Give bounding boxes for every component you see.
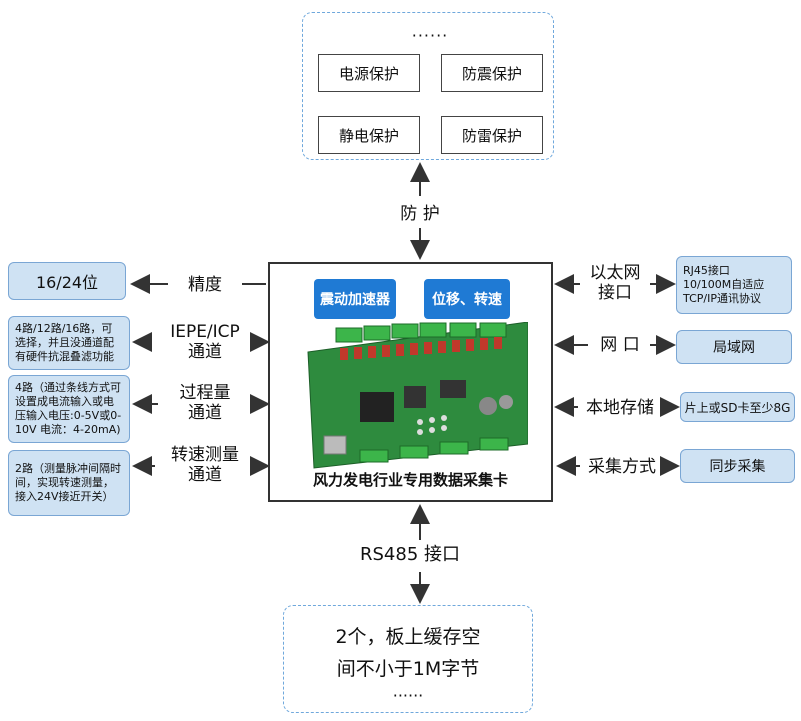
lan-box: 局域网	[676, 330, 792, 364]
rs485-label: RS485 接口	[350, 545, 470, 565]
lan-label: 网 口	[590, 335, 650, 355]
precision-label: 精度	[170, 275, 240, 295]
card-caption: 风力发电行业专用数据采集卡	[312, 471, 508, 489]
displacement-speed-chip: 位移、转速	[424, 279, 510, 319]
esd-protection-box: 静电保护	[318, 116, 420, 154]
iepe-icp-label: IEPE/ICP 通道	[170, 322, 240, 362]
bottom-ellipsis: ······	[392, 686, 424, 705]
shock-protection-box: 防震保护	[441, 54, 543, 92]
speed-channel-label: 转速测量 通道	[171, 445, 239, 485]
pcb-board-image	[300, 322, 528, 470]
buffer-line-1: 2个，板上缓存空	[335, 626, 481, 648]
lightning-protection-box: 防雷保护	[441, 116, 543, 154]
sampling-label: 采集方式	[582, 457, 662, 477]
vibration-accelerometer-chip: 震动加速器	[314, 279, 396, 319]
top-ellipsis: ······	[411, 26, 449, 45]
storage-box: 片上或SD卡至少8G	[680, 392, 795, 422]
ethernet-label: 以太网 接口	[589, 263, 641, 303]
sampling-box: 同步采集	[680, 449, 795, 483]
process-channel-label: 过程量 通道	[179, 383, 231, 423]
power-protection-box: 电源保护	[318, 54, 420, 92]
precision-box: 16/24位	[8, 262, 126, 300]
buffer-line-2: 间不小于1M字节	[336, 658, 480, 680]
process-channel-box: 4路（通过条线方式可设置成电流输入或电压输入电压:0-5V或0-10V 电流：4…	[8, 375, 130, 443]
protection-group	[302, 12, 554, 160]
ethernet-box: RJ45接口 10/100M自适应 TCP/IP通讯协议	[676, 256, 792, 314]
protection-label: 防 护	[380, 204, 460, 224]
speed-channel-box: 2路（测量脉冲间隔时间，实现转速测量，接入24V接近开关）	[8, 450, 130, 516]
iepe-icp-box: 4路/12路/16路，可选择，并且没通道配有硬件抗混叠滤功能	[8, 316, 130, 370]
storage-label: 本地存储	[580, 398, 660, 418]
buffer-group	[283, 605, 533, 713]
